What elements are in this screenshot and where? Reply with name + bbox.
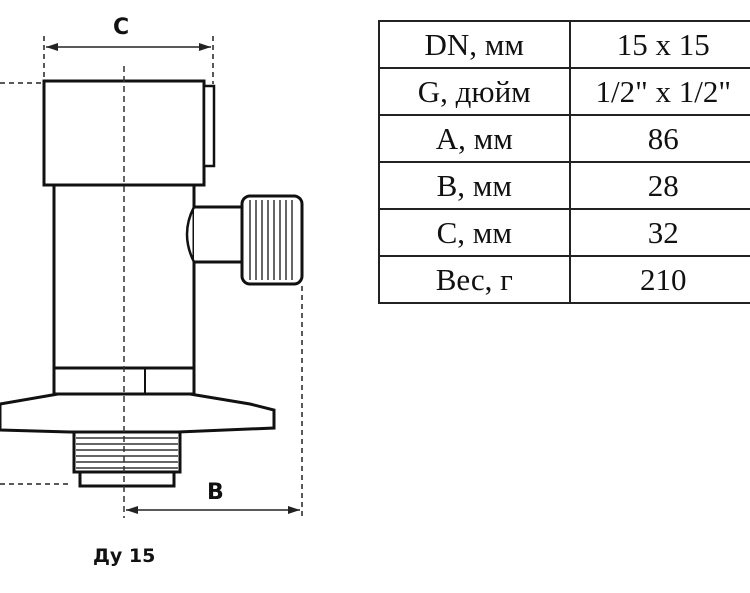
value-cell: 210	[568, 255, 750, 304]
param-cell: B, мм	[378, 161, 571, 210]
inlet-thread	[76, 437, 178, 469]
param-cell: DN, мм	[378, 20, 571, 69]
table-row: G, дюйм 1/2" x 1/2"	[378, 67, 750, 116]
spec-table: DN, мм 15 x 15 G, дюйм 1/2" x 1/2" A, мм…	[378, 20, 750, 304]
param-cell: C, мм	[378, 208, 571, 257]
value-cell: 1/2" x 1/2"	[568, 67, 750, 116]
param-cell: G, дюйм	[378, 67, 571, 116]
outlet-thread	[249, 200, 293, 280]
table-row: C, мм 32	[378, 208, 750, 257]
dimension-c	[43, 36, 214, 84]
dimension-b	[126, 286, 303, 518]
param-cell: A, мм	[378, 114, 571, 163]
table-row: A, мм 86	[378, 114, 750, 163]
value-cell: 32	[568, 208, 750, 257]
dimension-c-label: C	[113, 15, 129, 40]
model-caption: Ду 15	[93, 545, 156, 567]
value-cell: 28	[568, 161, 750, 210]
dimension-b-label: B	[207, 480, 224, 505]
table-row: B, мм 28	[378, 161, 750, 210]
dimension-a	[0, 82, 72, 485]
table-row: DN, мм 15 x 15	[378, 20, 750, 69]
value-cell: 86	[568, 114, 750, 163]
param-cell: Вес, г	[378, 255, 571, 304]
table-row: Вес, г 210	[378, 255, 750, 304]
valve-body	[0, 79, 304, 488]
value-cell: 15 x 15	[568, 20, 750, 69]
